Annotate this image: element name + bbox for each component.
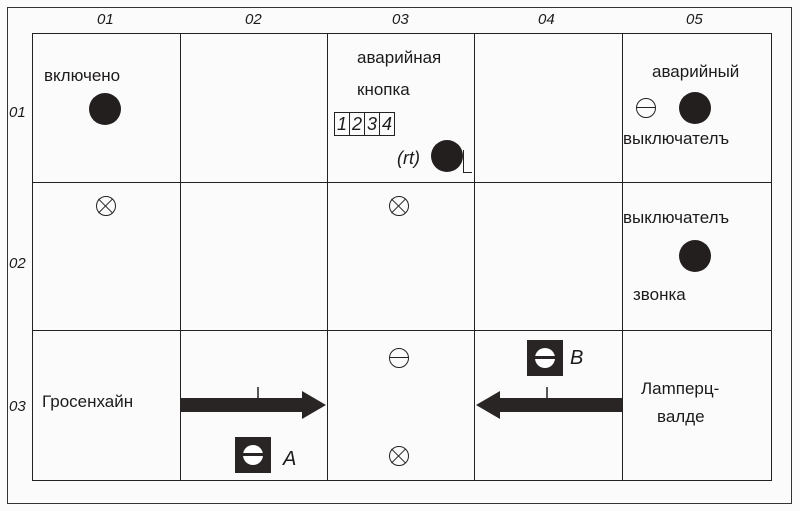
signal-b-indicator: [527, 340, 563, 376]
column-header: 05: [686, 11, 703, 28]
code-digit: 3: [365, 113, 380, 135]
column-header: 02: [245, 11, 262, 28]
station-label-lampertswalde: валде: [657, 407, 705, 426]
column-header: 01: [97, 11, 114, 28]
code-boxes: 1 2 3 4: [334, 112, 395, 136]
code-digit: 4: [381, 114, 392, 134]
column-header: 04: [538, 11, 555, 28]
grid-line: [180, 33, 181, 481]
emergency-switch[interactable]: [679, 92, 711, 124]
grid-line: [327, 33, 328, 481]
row-header: 01: [9, 104, 26, 121]
lamp-symbol-icon: [389, 196, 409, 216]
panel-grid: [32, 33, 772, 481]
row-header: 03: [9, 398, 26, 415]
on-label: включено: [44, 66, 121, 85]
lamp-symbol-icon: [389, 446, 409, 466]
marker-b: B: [570, 347, 584, 369]
grid-line: [622, 33, 623, 481]
rt-tag: (rt): [397, 148, 420, 168]
indicator-lamp: [89, 93, 121, 125]
outer-frame: [7, 7, 792, 504]
emergency-switch-label: выключателъ: [623, 129, 730, 148]
station-label-lampertswalde: Лamперц-: [641, 379, 720, 398]
bell-switch-label: выключателъ: [623, 208, 730, 227]
column-header: 03: [392, 11, 409, 28]
switch-symbol-icon: [389, 348, 409, 368]
grid-line: [474, 33, 475, 481]
station-label-grossenhain: Гросенхайн: [42, 392, 134, 411]
signal-a-indicator: [235, 437, 271, 473]
emergency-switch-label: аварийный: [652, 62, 740, 81]
grid-line: [32, 330, 772, 331]
arrow-right-icon: [180, 387, 326, 419]
grid-line: [32, 182, 772, 183]
emergency-button[interactable]: [431, 140, 463, 172]
bell-switch[interactable]: [679, 240, 711, 272]
switch-symbol-icon: [636, 98, 656, 118]
code-digit: 2: [350, 113, 365, 135]
code-digit: 1: [335, 113, 350, 135]
emergency-button-label: аварийная: [357, 48, 442, 67]
arrow-left-icon: [476, 387, 622, 419]
row-header: 02: [9, 255, 26, 272]
lamp-symbol-icon: [96, 196, 116, 216]
emergency-button-label: кнопка: [357, 80, 410, 99]
marker-a: A: [283, 448, 297, 470]
button-bracket: [463, 150, 472, 173]
bell-switch-label: звонка: [633, 285, 686, 304]
